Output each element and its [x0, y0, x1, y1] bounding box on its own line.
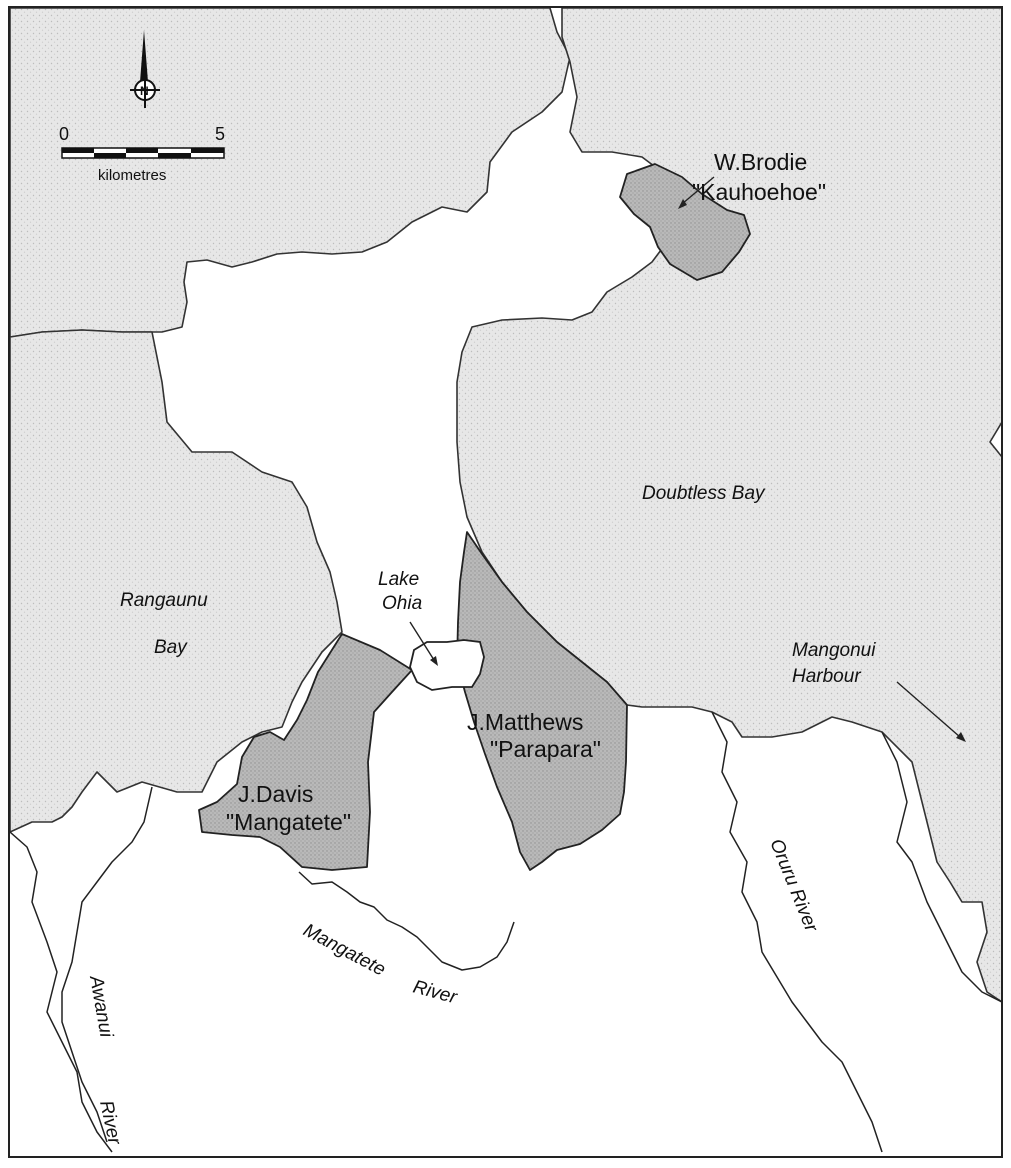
map-canvas: N 0 5 kilometres W.Brodie "Kauhoehoe" J.… — [10, 8, 1001, 1153]
north-arrow-icon: N — [130, 30, 160, 108]
doubtless-bay-label: Doubtless Bay — [642, 483, 766, 504]
coast-line-south — [10, 831, 113, 1153]
scale-bar-unit: kilometres — [98, 167, 166, 184]
awanui-river-line — [61, 786, 153, 1143]
oruru-river-line — [711, 711, 883, 1153]
rangaunu-label-line1: Rangaunu — [120, 590, 208, 611]
matthews-property-label: "Parapara" — [490, 736, 601, 762]
mangonui-harbour-arrow — [896, 681, 966, 742]
mangatete-river-line — [298, 871, 515, 971]
davis-property-label: "Mangatete" — [226, 809, 351, 835]
water-west-bay — [10, 329, 343, 833]
awanui-river-label: Awanui — [85, 973, 117, 1039]
mangonui-label-line1: Mangonui — [792, 640, 876, 661]
lake-ohia-label-line1: Lake — [378, 569, 419, 590]
mangonui-label-line2: Harbour — [792, 666, 861, 687]
north-arrow-letter: N — [140, 84, 149, 98]
davis-owner-label: J.Davis — [238, 781, 313, 807]
scale-bar-start: 0 — [59, 124, 69, 144]
rangaunu-label-line2: Bay — [154, 637, 188, 658]
lake-ohia-arrow — [409, 621, 438, 666]
water-north-west — [10, 8, 571, 338]
farm-kauhoehoe-area — [619, 163, 751, 281]
mangatete-river-label: Mangatete — [300, 920, 389, 981]
scale-bar: 0 5 kilometres — [59, 124, 225, 184]
awanui-river-label-word2: River — [95, 1099, 125, 1147]
map-frame: N 0 5 kilometres W.Brodie "Kauhoehoe" J.… — [8, 6, 1003, 1158]
lake-ohia-shape — [409, 639, 485, 691]
mangatete-river-label-word2: River — [411, 977, 460, 1009]
east-shore-line — [881, 731, 1001, 1003]
brodie-property-label: "Kauhoehoe" — [692, 179, 826, 205]
scale-bar-end: 5 — [215, 124, 225, 144]
brodie-owner-label: W.Brodie — [714, 149, 807, 175]
lake-ohia-label-line2: Ohia — [382, 593, 422, 614]
oruru-river-label: Oruru River — [765, 836, 822, 936]
kauhoehoe-arrow — [678, 176, 715, 209]
farm-mangatete-area — [198, 633, 413, 871]
matthews-owner-label: J.Matthews — [467, 709, 583, 735]
